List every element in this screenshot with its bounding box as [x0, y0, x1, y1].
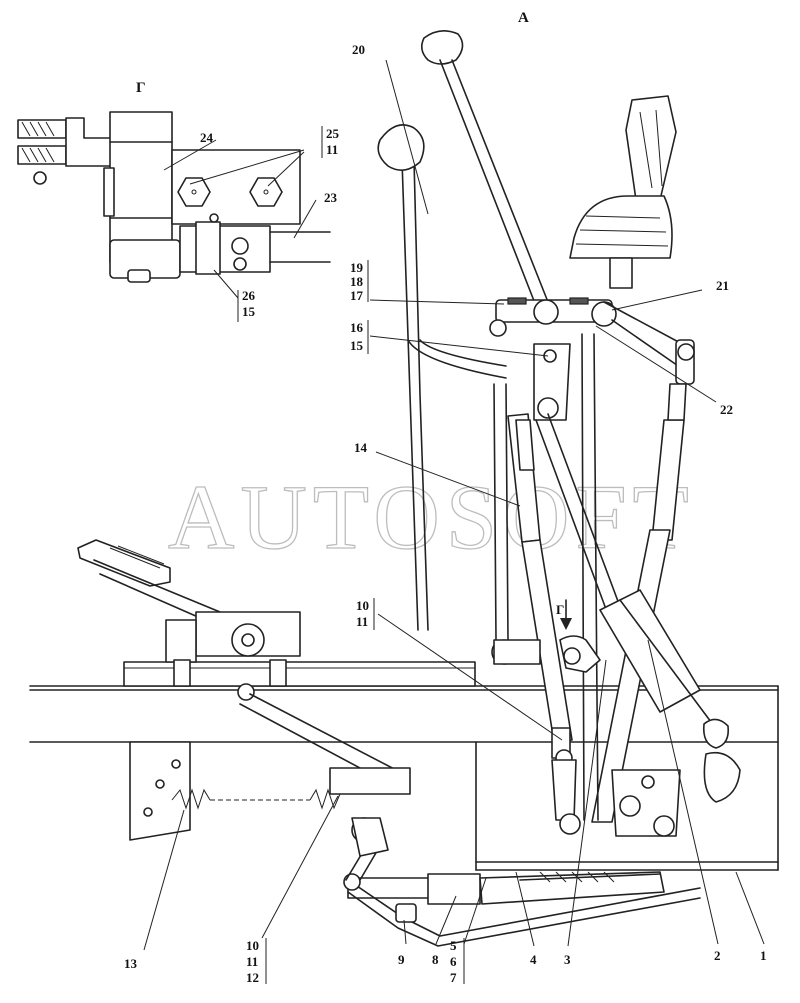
main-assembly — [29, 30, 779, 951]
callout-25: 25 — [326, 126, 340, 141]
callout-15b: 15 — [350, 338, 364, 353]
labels: А Г Г 24 25 11 23 26 15 20 19 18 17 16 1… — [124, 10, 767, 985]
callout-17: 17 — [350, 288, 364, 303]
callout-11c: 11 — [246, 954, 258, 969]
callout-6: 6 — [450, 954, 457, 969]
callout-23: 23 — [324, 190, 338, 205]
callout-7: 7 — [450, 970, 457, 985]
callout-22: 22 — [720, 402, 733, 417]
callout-13: 13 — [124, 956, 138, 971]
callout-3: 3 — [564, 952, 571, 967]
watermark: AUTOSOFT — [168, 466, 695, 568]
callout-26: 26 — [242, 288, 256, 303]
callout-21: 21 — [716, 278, 729, 293]
callout-18: 18 — [350, 274, 364, 289]
arrow-label-g: Г — [556, 602, 564, 617]
callout-12: 12 — [246, 970, 259, 985]
callout-20: 20 — [352, 42, 365, 57]
callout-5: 5 — [450, 938, 457, 953]
callout-8: 8 — [432, 952, 439, 967]
callout-19: 19 — [350, 260, 364, 275]
callout-10c: 10 — [246, 938, 259, 953]
callout-24: 24 — [200, 130, 214, 145]
callout-2: 2 — [714, 948, 721, 963]
callout-11b: 11 — [356, 614, 368, 629]
view-label-g: Г — [136, 80, 146, 96]
callout-15: 15 — [242, 304, 256, 319]
view-label-a: А — [518, 10, 529, 26]
callout-10: 10 — [356, 598, 369, 613]
callout-1: 1 — [760, 948, 767, 963]
callout-14: 14 — [354, 440, 368, 455]
callout-4: 4 — [530, 952, 537, 967]
callout-11: 11 — [326, 142, 338, 157]
callout-9: 9 — [398, 952, 405, 967]
detail-view-g — [17, 111, 331, 299]
callout-16: 16 — [350, 320, 364, 335]
